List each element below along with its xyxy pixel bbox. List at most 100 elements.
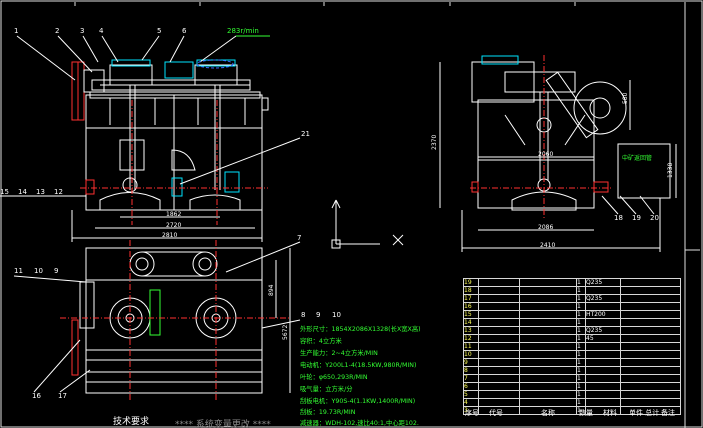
bom-cell-name: [519, 326, 577, 335]
bom-cell-mat: [585, 302, 621, 311]
top-view: [13, 240, 301, 400]
part-number-2: 2: [55, 27, 59, 35]
bom-cell-mat: [585, 286, 621, 295]
bom-cell-no: 18: [463, 286, 479, 295]
bom-header-note: 备注: [661, 409, 675, 417]
dim-580: 580: [622, 92, 629, 104]
bom-cell-name: [519, 334, 577, 343]
bom-cell-qty: 1: [576, 278, 586, 287]
dim-894: 894: [268, 284, 275, 296]
bom-cell-code: [478, 390, 520, 399]
part-number-8: 8: [301, 311, 305, 319]
bom-cell-no: 9: [463, 358, 479, 367]
bom-cell-blank: [620, 374, 681, 383]
bom-cell-blank: [620, 366, 681, 375]
bom-cell-mat: [585, 318, 621, 327]
bom-cell-no: 17: [463, 294, 479, 303]
bom-cell-mat: Q235: [585, 278, 621, 287]
tech-requirements-title: 技术要求: [113, 415, 149, 427]
bom-header-no: 序号: [465, 409, 479, 417]
bom-header: 序号 代号 名称 数量 材料 单件 总计 备注: [463, 403, 681, 423]
bom-cell-mat: HT200: [585, 310, 621, 319]
bom-cell-qty: 1: [576, 342, 586, 351]
bom-cell-mat: Q235: [585, 326, 621, 335]
speed-label: 283r/min: [227, 27, 259, 35]
front-view: [0, 35, 301, 242]
bom-cell-name: [519, 342, 577, 351]
bom-cell-blank: [620, 278, 681, 287]
part-number-10: 10: [34, 267, 43, 275]
part-number-12: 12: [54, 188, 63, 196]
bom-cell-mat: [585, 390, 621, 399]
bom-cell-blank: [620, 350, 681, 359]
bom-cell-mat: [585, 350, 621, 359]
bom-cell-qty: 1: [576, 390, 586, 399]
bom-cell-qty: 1: [576, 302, 586, 311]
bom-cell-qty: 1: [576, 382, 586, 391]
bom-cell-code: [478, 302, 520, 311]
bom-cell-code: [478, 382, 520, 391]
dim-2810: 2810: [162, 232, 177, 239]
part-number-18: 18: [614, 214, 623, 222]
bom-cell-code: [478, 334, 520, 343]
bom-cell-no: 5: [463, 390, 479, 399]
part-number-17: 17: [58, 392, 67, 400]
bom-cell-no: 14: [463, 318, 479, 327]
bom-header-name: 名称: [541, 409, 555, 417]
bom-cell-mat: [585, 382, 621, 391]
bom-cell-blank: [620, 302, 681, 311]
bom-cell-mat: 45: [585, 334, 621, 343]
bom-cell-name: [519, 302, 577, 311]
bom-cell-code: [478, 294, 520, 303]
bom-cell-blank: [620, 358, 681, 367]
bom-cell-no: 13: [463, 326, 479, 335]
bom-cell-no: 10: [463, 350, 479, 359]
bom-cell-blank: [620, 390, 681, 399]
bom-cell-qty: 1: [576, 326, 586, 335]
bom-cell-mat: [585, 366, 621, 375]
part-number-5: 5: [157, 27, 161, 35]
bom-cell-qty: 1: [576, 358, 586, 367]
bom-cell-name: [519, 294, 577, 303]
part-number-16: 16: [32, 392, 41, 400]
bom-cell-no: 8: [463, 366, 479, 375]
part-number-3: 3: [80, 27, 84, 35]
bom-cell-name: [519, 286, 577, 295]
bom-cell-blank: [620, 406, 681, 415]
spec-line-7: 刮板电机：Y90S-4(1.1KW,1400R/MIN): [300, 396, 415, 405]
side-view: [439, 55, 677, 252]
bom-cell-mat: [585, 342, 621, 351]
bom-cell-qty: 1: [576, 334, 586, 343]
bom-cell-no: 19: [463, 278, 479, 287]
dim-5672: 5672: [282, 325, 289, 340]
part-number-14: 14: [18, 188, 27, 196]
bom-cell-name: [519, 358, 577, 367]
bom-cell-qty: 1: [576, 366, 586, 375]
bom-cell-name: [519, 350, 577, 359]
part-number-7: 7: [297, 234, 301, 242]
bom-cell-qty: 1: [576, 286, 586, 295]
bom-cell-no: 6: [463, 382, 479, 391]
bom-cell-qty: 1: [576, 318, 586, 327]
dim-1338: 1338: [667, 163, 674, 178]
bom-header-qty: 数量: [579, 409, 593, 417]
part-number-11: 11: [14, 267, 23, 275]
spec-line-3: 生产能力：2~4立方米/MIN: [300, 348, 378, 357]
dim-1862: 1862: [166, 211, 181, 218]
bom-cell-no: 7: [463, 374, 479, 383]
bom-cell-blank: [620, 310, 681, 319]
part-number-20: 20: [650, 214, 659, 222]
bom-cell-code: [478, 318, 520, 327]
bom-cell-no: 12: [463, 334, 479, 343]
ucs-icon: [331, 199, 404, 249]
